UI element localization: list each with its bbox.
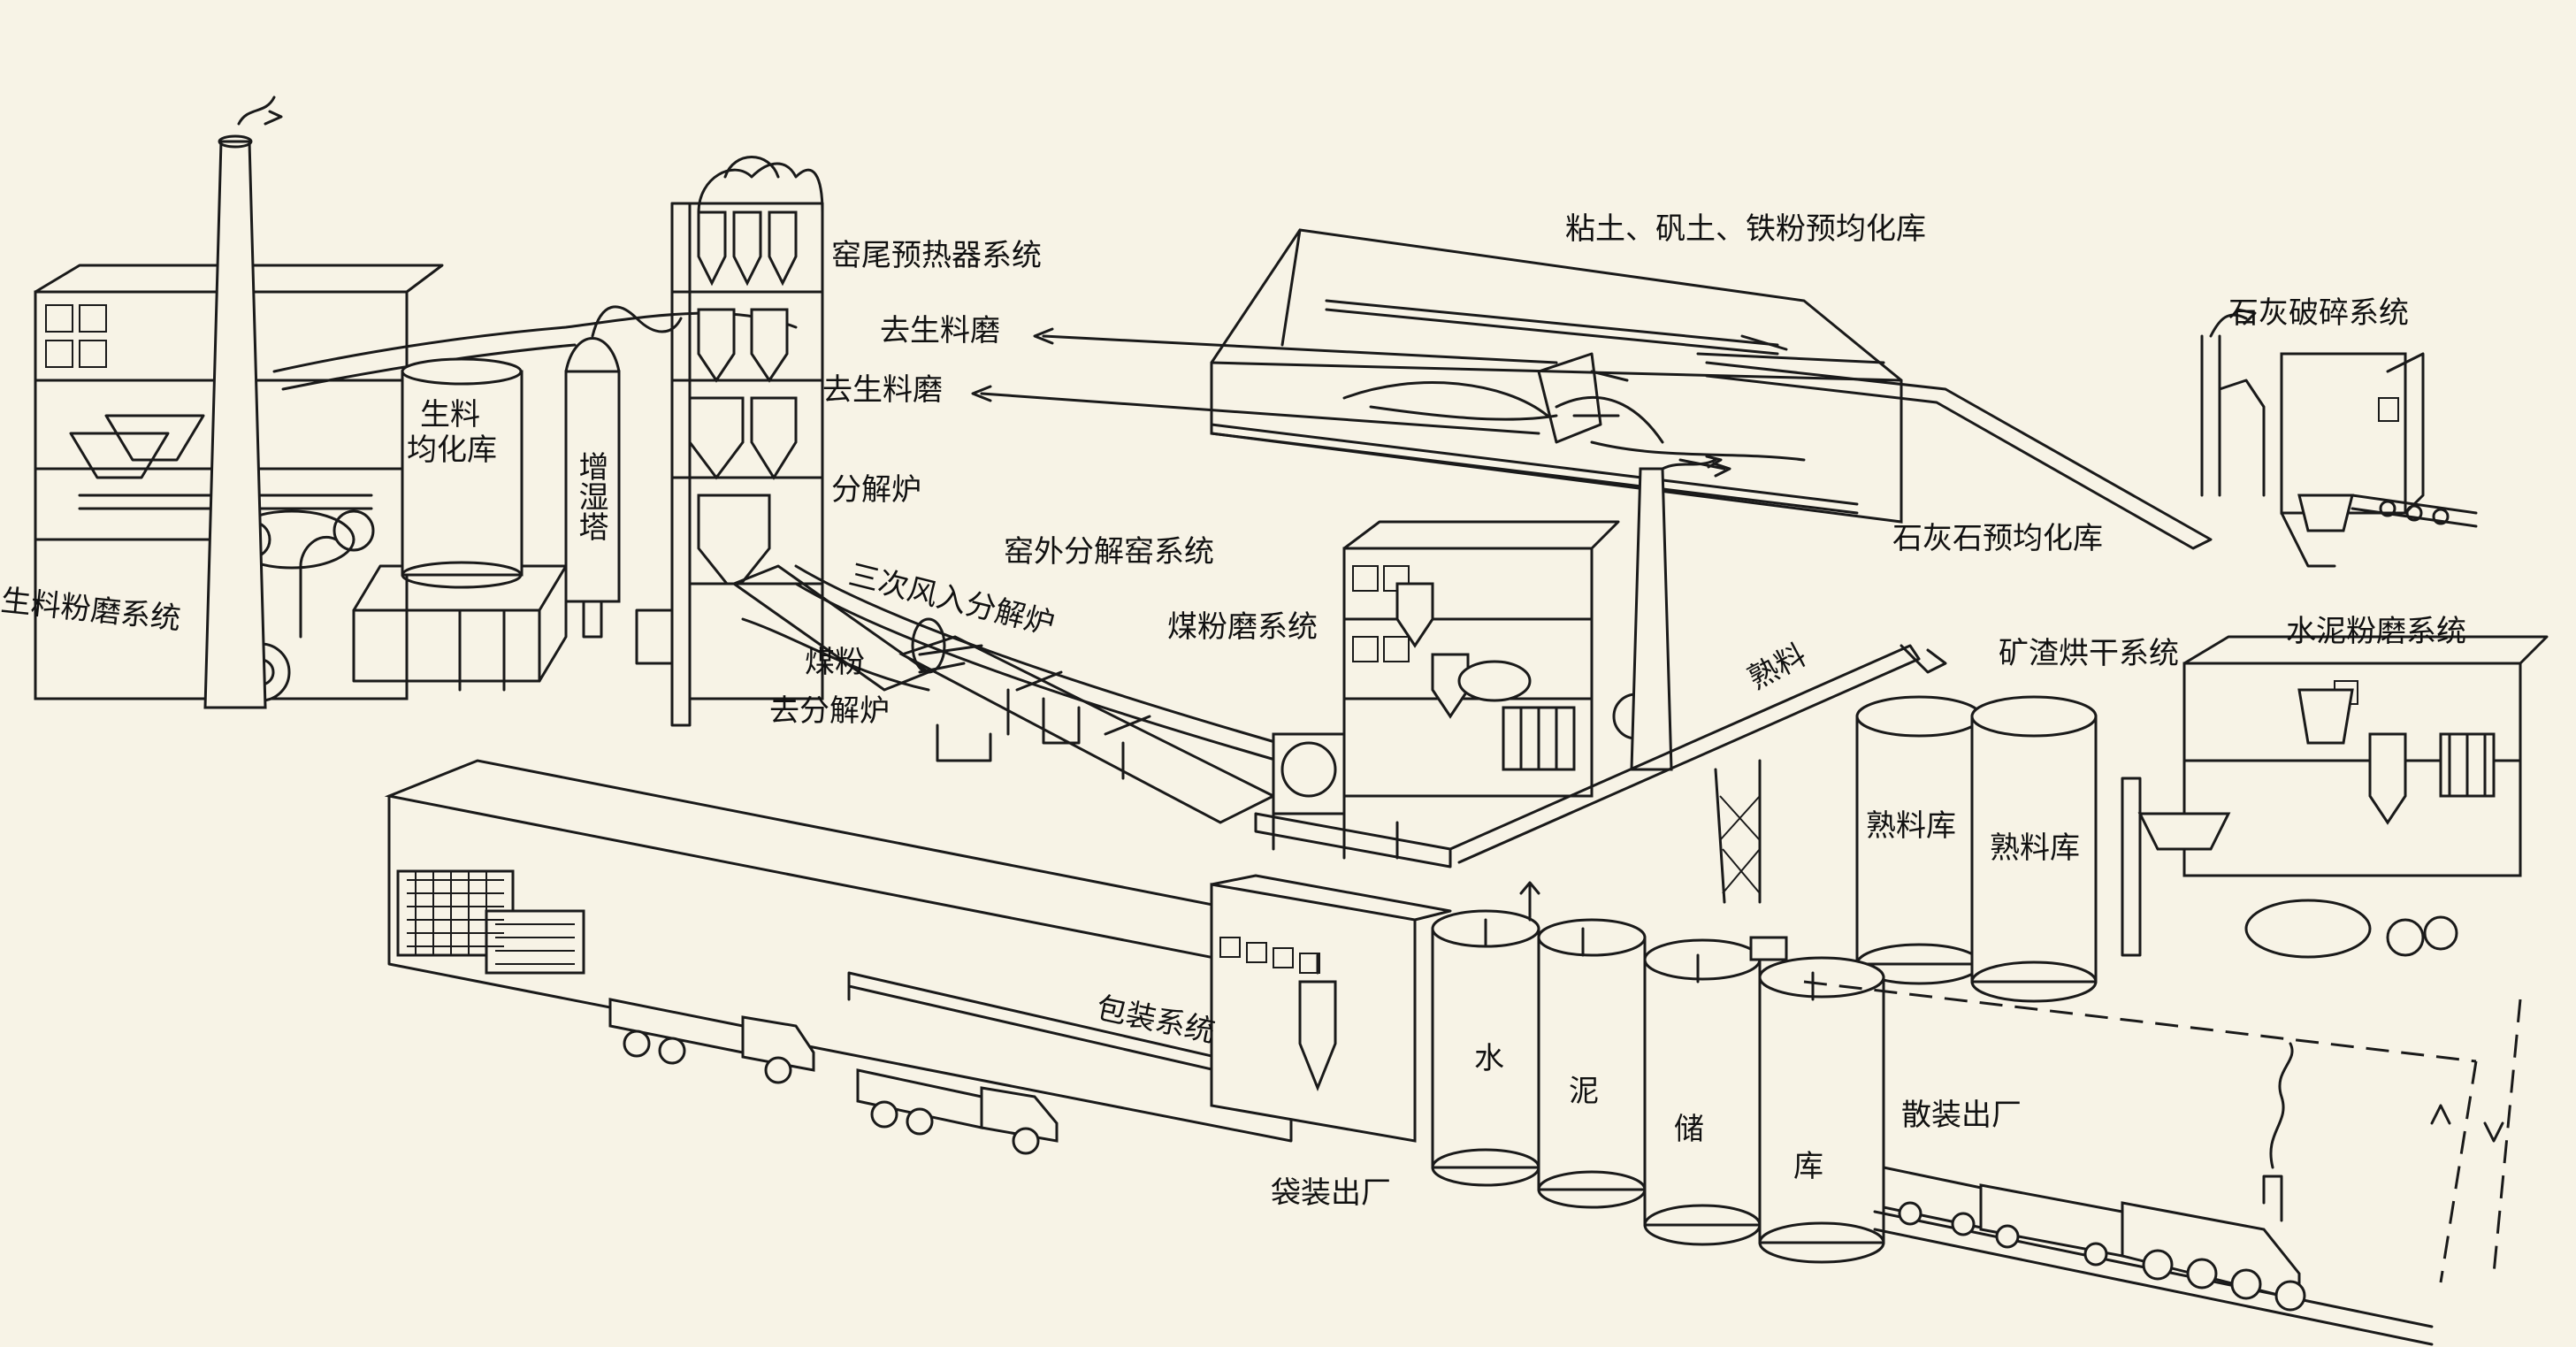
cement-silos [1431, 881, 1885, 1264]
label-silo-char-1: 水 [1474, 1041, 1504, 1076]
label-bulk-dispatch: 散装出厂 [1901, 1098, 2022, 1133]
train [1873, 1042, 2434, 1346]
packing-building [1210, 874, 1452, 1143]
truck-1 [608, 998, 815, 1084]
label-limestone-crushing: 石灰破碎系统 [2228, 295, 2409, 331]
limestone-crusher [2200, 308, 2478, 568]
label-clay-prehomog: 粘土、矾土、铁粉预均化库 [1565, 211, 1926, 247]
label-limestone-prehomog: 石灰石预均化库 [1892, 521, 2103, 556]
transport-routes [1803, 980, 2522, 1283]
truck-2 [856, 1068, 1059, 1155]
label-raw-meal-line2: 均化库 [407, 432, 497, 468]
label-calciner: 分解炉 [831, 472, 921, 508]
label-humidifier-tower: 增湿塔 [573, 451, 608, 541]
prehomog-shed [1210, 228, 2213, 550]
label-bagged-dispatch: 袋装出厂 [1271, 1175, 1391, 1211]
label-raw-meal-line1: 生料 [420, 397, 480, 432]
label-cement-mill-system: 水泥粉磨系统 [2286, 614, 2466, 649]
chimney-middle [1630, 455, 1723, 771]
label-silo-char-3: 储 [1674, 1112, 1704, 1147]
label-silo-char-4: 库 [1793, 1149, 1823, 1184]
clinker-conveyor [1449, 644, 1947, 904]
label-clinker-silo-1: 熟料库 [1866, 808, 1956, 844]
clinker-silos [1855, 695, 2098, 1003]
label-slag-drying: 矿渣烘干系统 [1999, 636, 2179, 671]
label-to-raw-mill-1: 去生料磨 [880, 313, 1000, 348]
cement-mill-building [2121, 635, 2549, 959]
label-to-raw-mill-2: 去生料磨 [822, 372, 943, 408]
arrows-to-raw-mill [971, 327, 1731, 478]
humidifier-tower [564, 305, 683, 639]
label-clinker: 熟料 [1742, 638, 1812, 697]
coal-mill-building [1254, 520, 1660, 869]
label-to-calciner: 去分解炉 [769, 693, 890, 729]
label-silo-char-2: 泥 [1569, 1074, 1599, 1109]
label-clinker-silo-2: 熟料库 [1990, 830, 2080, 866]
label-precalciner-kiln-system: 窑外分解窑系统 [1004, 534, 1214, 570]
preheater-tower [635, 156, 824, 727]
warehouse [384, 759, 1385, 1143]
chimney-left [203, 96, 283, 709]
label-packing-system: 包装系统 [1093, 991, 1218, 1050]
label-coal-mill-system: 煤粉磨系统 [1167, 609, 1318, 645]
label-kiln-tail-preheater: 窑尾预热器系统 [831, 238, 1042, 273]
label-tertiary-air: 三次风入分解炉 [845, 557, 1059, 642]
label-coal-powder: 煤粉 [805, 645, 865, 680]
raw-meal-silo [401, 357, 524, 589]
